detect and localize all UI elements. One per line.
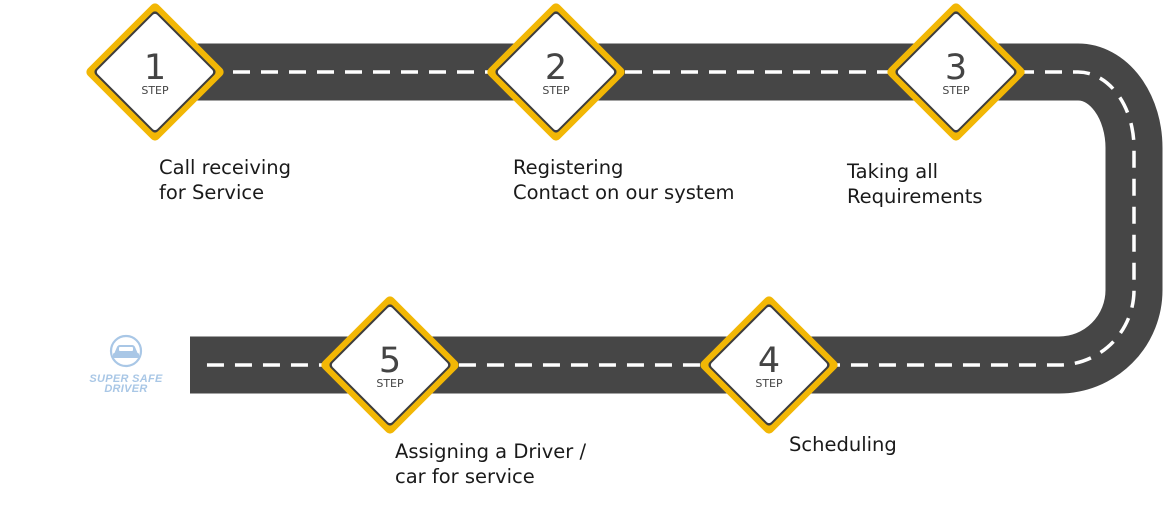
step-5-caption: Assigning a Driver / car for service bbox=[395, 439, 586, 489]
step-3-caption: Taking all Requirements bbox=[847, 159, 983, 209]
step-1-caption-line-2: for Service bbox=[159, 181, 265, 204]
step-1-caption-line-1: Call receiving bbox=[159, 156, 292, 179]
step-4-sign: 4 STEP bbox=[700, 296, 838, 434]
super-safe-driver-logo: SUPER SAFE DRIVER bbox=[70, 334, 182, 396]
step-2-caption: Registering Contact on our system bbox=[513, 155, 735, 205]
step-5-caption-line-2: car for service bbox=[395, 465, 535, 488]
step-2-number: 2 bbox=[545, 48, 567, 88]
logo-line-1: SUPER SAFE bbox=[89, 373, 163, 385]
step-5-caption-line-1: Assigning a Driver / bbox=[395, 440, 587, 463]
road-surface bbox=[190, 43, 1163, 394]
step-2-caption-line-1: Registering bbox=[513, 156, 624, 179]
car-in-circle-icon bbox=[109, 334, 143, 368]
step-1-caption: Call receiving for Service bbox=[159, 155, 291, 205]
road-lane-markings bbox=[200, 70, 1136, 367]
step-4-caption: Scheduling bbox=[789, 432, 897, 457]
step-2-caption-line-2: Contact on our system bbox=[513, 181, 735, 204]
step-3-number: 3 bbox=[945, 48, 967, 88]
logo-line-2: DRIVER bbox=[104, 383, 148, 395]
step-1-sign: 1 STEP bbox=[86, 3, 224, 141]
step-2-label: STEP bbox=[542, 84, 570, 97]
step-3-sign: 3 STEP bbox=[887, 3, 1025, 141]
step-5-sign: 5 STEP bbox=[321, 296, 459, 434]
step-1-label: STEP bbox=[141, 84, 169, 97]
step-2-sign: 2 STEP bbox=[487, 3, 625, 141]
step-5-label: STEP bbox=[376, 377, 404, 390]
step-4-label: STEP bbox=[755, 377, 783, 390]
step-1-number: 1 bbox=[144, 48, 166, 88]
step-4-caption-line-1: Scheduling bbox=[789, 433, 897, 456]
step-3-caption-line-2: Requirements bbox=[847, 185, 983, 208]
step-3-label: STEP bbox=[942, 84, 970, 97]
step-5-number: 5 bbox=[379, 341, 401, 381]
step-3-caption-line-1: Taking all bbox=[847, 160, 939, 183]
step-4-number: 4 bbox=[758, 341, 780, 381]
